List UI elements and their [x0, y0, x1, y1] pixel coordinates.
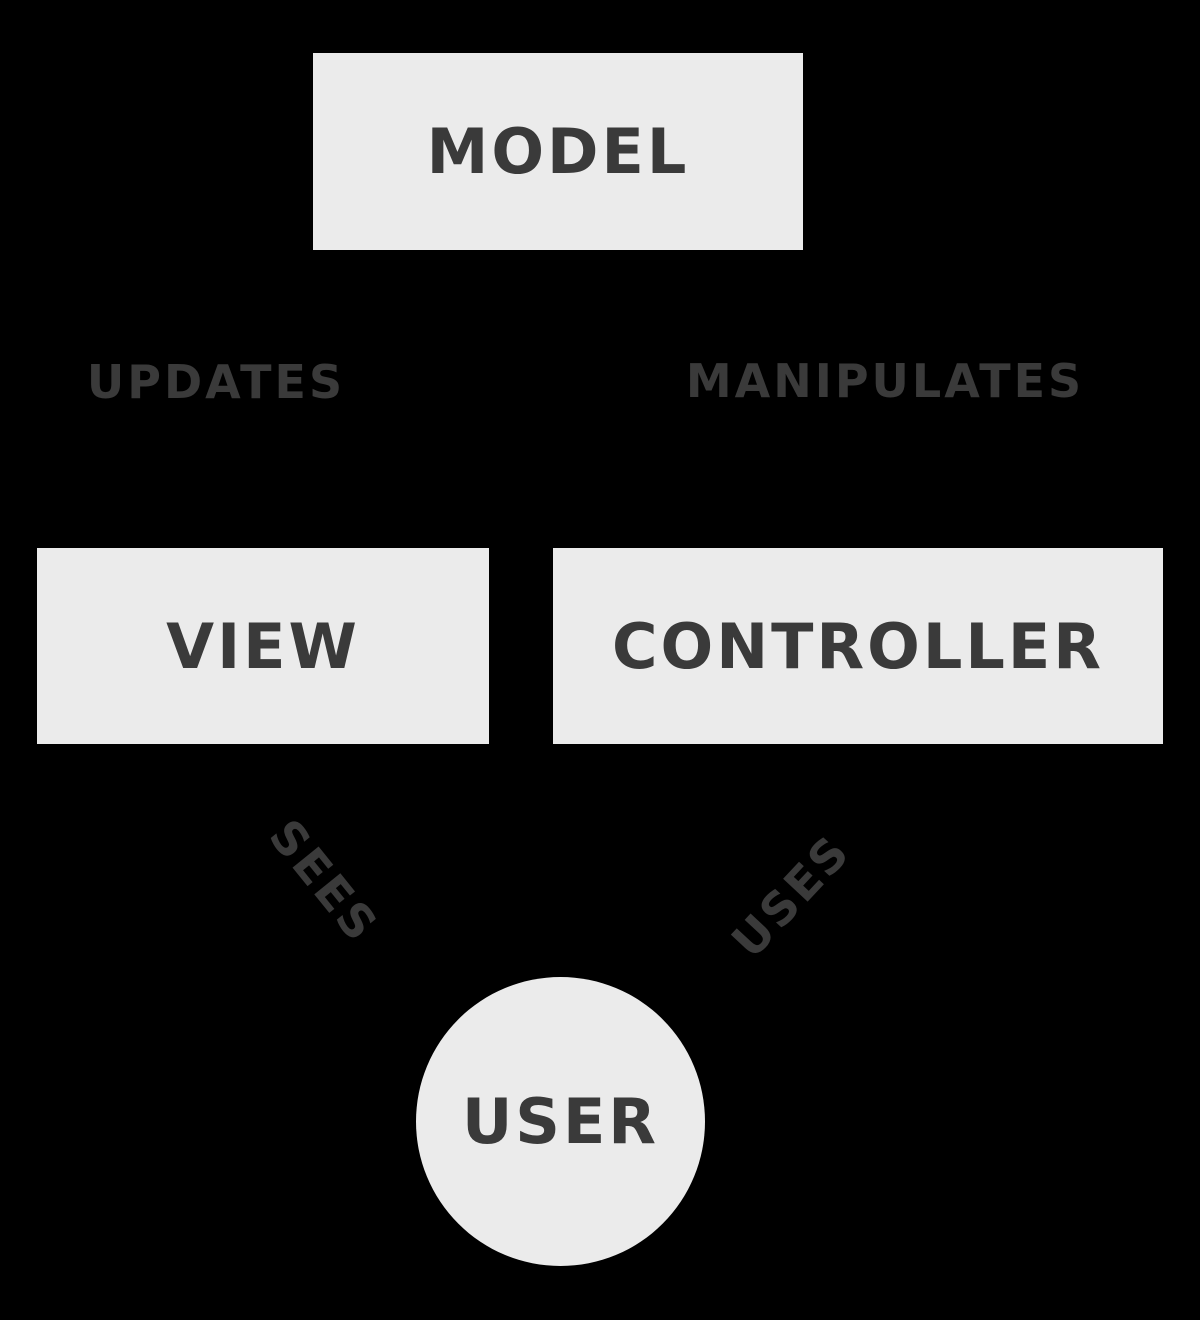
node-model-label: MODEL — [426, 115, 690, 188]
edge-label-sees: SEES — [258, 809, 390, 953]
node-controller: CONTROLLER — [553, 548, 1163, 744]
edge-label-manipulates: MANIPULATES — [685, 354, 1085, 408]
node-model: MODEL — [313, 53, 803, 250]
node-controller-label: CONTROLLER — [612, 609, 1104, 683]
node-user-label: USER — [461, 1085, 660, 1158]
node-view: VIEW — [37, 548, 489, 744]
edge-label-updates: UPDATES — [86, 355, 346, 409]
edge-label-uses: USES — [721, 823, 861, 969]
node-user: USER — [416, 977, 705, 1266]
node-view-label: VIEW — [166, 609, 360, 683]
